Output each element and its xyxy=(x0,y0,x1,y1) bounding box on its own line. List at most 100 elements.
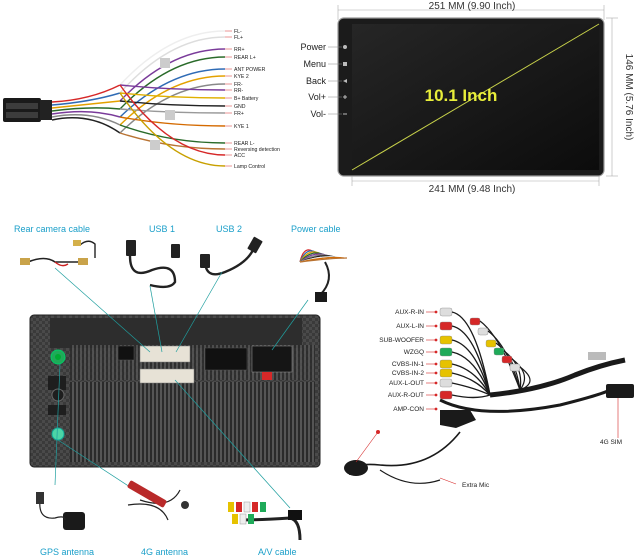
av-cable-label: A/V cable xyxy=(258,547,297,557)
4g-antenna xyxy=(127,480,189,521)
diagonal-line xyxy=(351,23,600,171)
harness-label: RR- xyxy=(234,88,243,94)
av-breakout: AUX-R-IN AUX-L-IN SUB-WOOFER WZGQ CVBS-IN-1C… xyxy=(344,307,634,489)
power-icon xyxy=(343,45,347,49)
harness-wire xyxy=(119,92,226,167)
harness-wire xyxy=(119,100,226,107)
rear-panel xyxy=(29,314,321,468)
side-buttons: Power Menu Back Vol+ Vol- xyxy=(300,42,347,119)
harness-label: REAR L+ xyxy=(234,55,256,61)
usb2-cable xyxy=(200,236,263,276)
rca-plug-icon xyxy=(439,378,453,388)
menu-icon xyxy=(343,62,347,66)
rca-plug-icon xyxy=(439,390,453,400)
mic-label: Extra Mic xyxy=(462,482,490,489)
power-cable-label: Power cable xyxy=(291,224,341,234)
rca-plug-icon xyxy=(439,359,453,369)
usb-plug-icon xyxy=(126,240,136,256)
harness-label: Reversing detection xyxy=(234,147,280,153)
power-cable-bundle xyxy=(299,249,348,302)
harness-label: Lamp Control xyxy=(234,164,265,170)
menu-button-label: Menu xyxy=(303,59,326,69)
sim-connector xyxy=(588,352,606,360)
rca-plug-icon xyxy=(439,307,453,317)
back-icon xyxy=(343,79,347,83)
usb-connector-block xyxy=(139,345,191,363)
vol-up-icon xyxy=(343,95,347,99)
harness-label: FL- xyxy=(234,29,242,35)
harness-wire xyxy=(119,124,226,144)
av-breakout-label: CVBS-IN-2 xyxy=(392,370,425,377)
red-tab xyxy=(262,372,272,380)
av-breakout-label: AMP-CON xyxy=(393,406,424,413)
harness-label: FR- xyxy=(234,82,243,88)
harness-label: FR+ xyxy=(234,111,244,117)
av-breakout-plugs xyxy=(439,307,531,400)
av-breakout-label: AUX-L-OUT xyxy=(389,380,424,387)
harness-wire xyxy=(119,30,226,86)
av-connector-block xyxy=(139,368,195,384)
harness-label: ACC xyxy=(234,153,245,159)
height-label: 146 MM (5.76 Inch) xyxy=(623,54,634,141)
rca-plug-icon xyxy=(439,347,453,357)
vol-up-button-label: Vol+ xyxy=(308,92,326,102)
harness-wire xyxy=(119,48,226,102)
av-breakout-label: AUX-L-IN xyxy=(396,323,424,330)
rear-camera-cable xyxy=(20,240,96,267)
usb1-cable xyxy=(126,240,180,289)
harness-wire xyxy=(119,84,226,91)
harness-label: KYE 2 xyxy=(234,74,249,80)
harness-label: KYE 1 xyxy=(234,124,249,130)
head-unit-screen: 251 MM (9.90 Inch) 10.1 Inch 241 MM (9.4… xyxy=(300,1,634,195)
power-connector xyxy=(251,345,293,373)
screen-size-label: 10.1 Inch xyxy=(425,86,498,105)
harness-plug xyxy=(3,98,52,122)
harness-label: REAR L- xyxy=(234,141,255,147)
av-breakout-label: AUX-R-IN xyxy=(395,309,424,316)
harness-fan xyxy=(51,84,121,134)
av-breakout-label: AUX-R-OUT xyxy=(388,392,424,399)
rca-plug-icon xyxy=(20,258,30,265)
harness-wires xyxy=(51,30,232,167)
harness-wire xyxy=(119,36,226,94)
gps-antenna xyxy=(36,492,85,530)
width-label: 251 MM (9.90 Inch) xyxy=(429,1,516,12)
av-breakout-label: CVBS-IN-1 xyxy=(392,361,425,368)
rear-camera-cable-label: Rear camera cable xyxy=(14,224,90,234)
sim-label: 4G SIM xyxy=(600,439,622,446)
sim-module xyxy=(606,384,634,398)
mic-icon xyxy=(344,460,368,476)
usb1-label: USB 1 xyxy=(149,224,175,234)
4g-antenna-label: 4G antenna xyxy=(141,547,188,557)
inner-width-label: 241 MM (9.48 Inch) xyxy=(429,184,516,195)
av-breakout-label: SUB-WOOFER xyxy=(379,337,424,344)
back-button-label: Back xyxy=(306,76,327,86)
harness-wire xyxy=(119,116,226,127)
av-cable-bundle xyxy=(228,501,302,541)
rca-plug-icon xyxy=(439,321,453,331)
heat-sink-fins xyxy=(70,382,315,462)
gps-antenna-label: GPS antenna xyxy=(40,547,94,557)
harness-wire xyxy=(119,56,226,110)
harness-wire xyxy=(119,92,226,99)
4g-port-icon xyxy=(51,427,65,441)
harness-label: FL+ xyxy=(234,35,243,41)
harness-label: RR+ xyxy=(234,47,245,53)
av-breakout-labels: AUX-R-IN AUX-L-IN SUB-WOOFER WZGQ CVBS-IN-1C… xyxy=(379,309,438,413)
harness-wire xyxy=(119,68,226,118)
usb2-label: USB 2 xyxy=(216,224,242,234)
harness-label: B+ Battery xyxy=(234,96,259,102)
harness-wire xyxy=(119,84,226,156)
harness-label: ANT POWER xyxy=(234,67,266,73)
rca-plug-icon xyxy=(439,368,453,378)
av-breakout-label: WZGQ xyxy=(404,349,424,356)
rca-plug-icon xyxy=(439,335,453,345)
harness-label: GND xyxy=(234,104,246,110)
vol-down-button-label: Vol- xyxy=(310,109,326,119)
usb-plug-icon xyxy=(200,254,210,268)
harness-wire xyxy=(119,132,226,150)
power-button-label: Power xyxy=(300,42,326,52)
